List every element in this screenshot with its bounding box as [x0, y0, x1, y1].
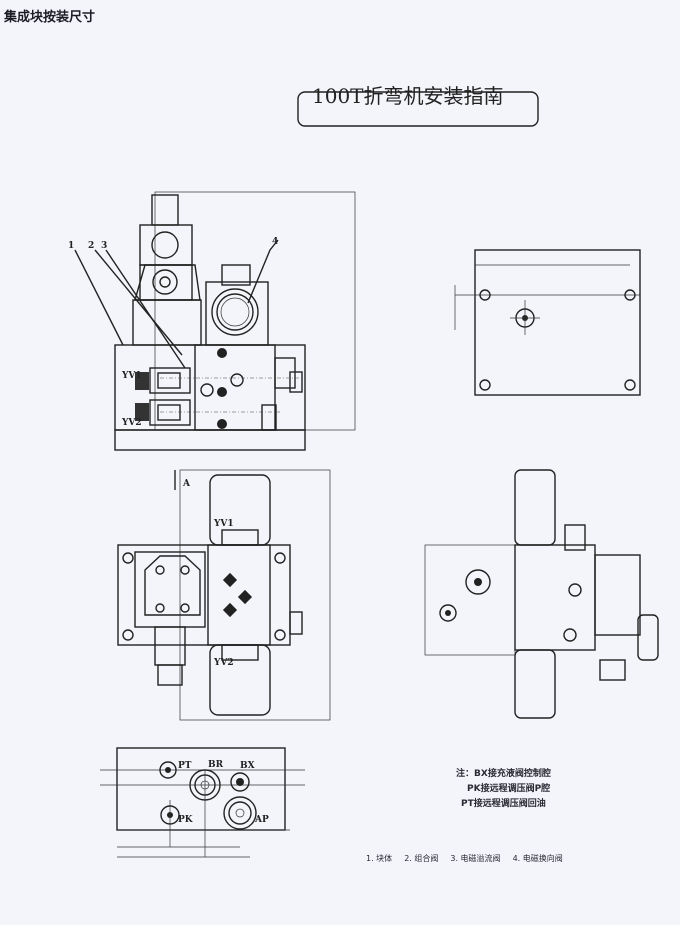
port-ap-label: AP	[254, 815, 269, 825]
notes: 注：BX接充液阀控制腔 PK接远程调压阀P腔 PT接远程调压阀回油	[456, 766, 551, 809]
port-bx-label: BX	[240, 761, 255, 771]
top-yv2-label: YV2	[213, 658, 234, 668]
front-view	[74, 191, 356, 451]
port-pk-label: PK	[178, 815, 194, 825]
note-bx: BX接充液阀控制腔	[474, 769, 551, 779]
parts-list-item: 3. 电磁溢流阀	[450, 854, 501, 863]
mounting-plate-view	[454, 249, 641, 396]
section-label: A	[182, 479, 191, 489]
parts-list: 1. 块体 2. 组合阀 3. 电磁溢流阀 4. 电磁换向阀	[366, 853, 563, 864]
part-label-4: 4	[272, 237, 278, 247]
parts-list-item: 4. 电磁换向阀	[512, 854, 563, 863]
note-prefix: 注：	[456, 769, 475, 779]
top-yv1-label: YV1	[213, 519, 234, 529]
side-view	[424, 469, 659, 719]
port-br-label: BR	[208, 760, 224, 770]
part-label-1: 1	[68, 241, 74, 251]
part-label-3: 3	[101, 241, 107, 251]
title-frame	[297, 91, 539, 127]
top-view	[117, 469, 331, 721]
note-pt: PT接远程调压阀回油	[461, 799, 546, 809]
parts-list-item: 1. 块体	[366, 854, 393, 863]
parts-list-item: 2. 组合阀	[404, 854, 439, 863]
port-pt-label: PT	[178, 761, 192, 771]
part-label-2: 2	[88, 241, 94, 251]
corner-title: 集成块按装尺寸	[4, 10, 96, 25]
note-pk: PK接远程调压阀P腔	[467, 784, 551, 794]
main-title: 100T折弯机安装指南	[312, 84, 504, 108]
port-view	[100, 747, 305, 858]
note-line-1: 注：BX接充液阀控制腔	[456, 766, 551, 779]
yv2-label: YV2	[121, 418, 142, 428]
yv1-label: YV1	[121, 371, 142, 381]
